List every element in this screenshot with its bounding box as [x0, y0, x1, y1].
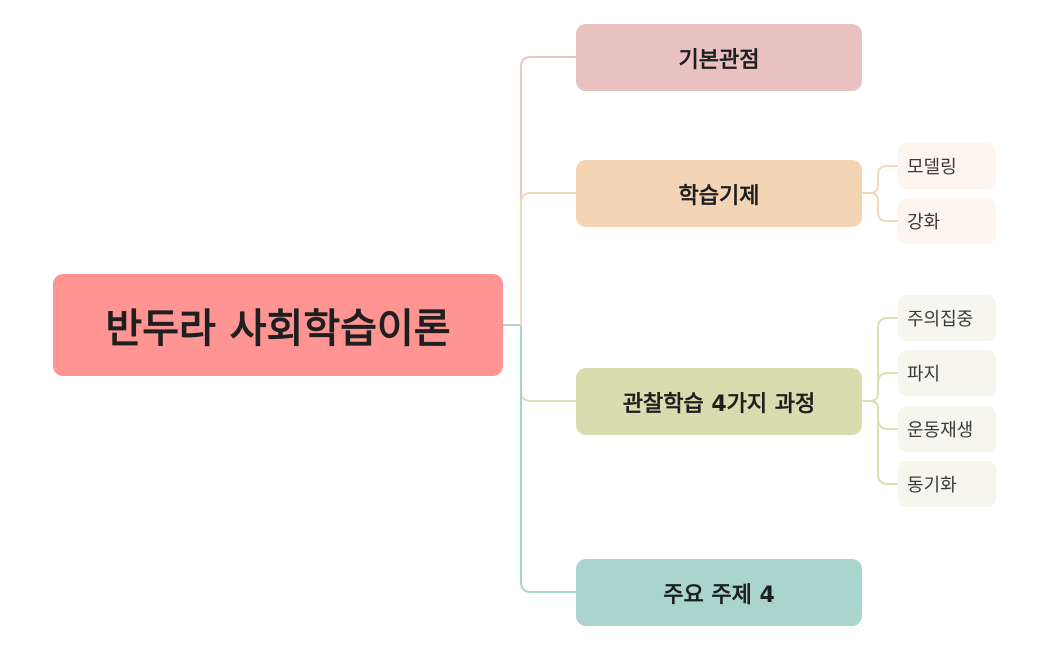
branch-node-learning-mechanism[interactable]: 학습기제	[576, 160, 862, 227]
branch-node-main-topic-4[interactable]: 주요 주제 4	[576, 559, 862, 626]
leaf-node-reinforcement[interactable]: 강화	[898, 198, 996, 244]
leaf-node-attention[interactable]: 주의집중	[898, 295, 996, 341]
leaf-label: 동기화	[907, 475, 957, 496]
leaf-label: 주의집중	[907, 309, 974, 330]
leaf-label: 강화	[907, 212, 941, 233]
branch-label: 주요 주제 4	[663, 582, 775, 608]
connector-leaf-reinforcement	[862, 192, 898, 222]
root-label: 반두라 사회학습이론	[105, 306, 451, 352]
branch-node-basic-perspective[interactable]: 기본관점	[576, 24, 862, 91]
connector-leaf-retention	[862, 372, 898, 402]
leaf-label: 모델링	[907, 157, 957, 178]
connector-branch-2	[520, 192, 576, 325]
leaf-node-motor-reproduction[interactable]: 운동재생	[898, 406, 996, 452]
branch-node-observational-learning[interactable]: 관찰학습 4가지 과정	[576, 368, 862, 435]
leaf-node-motivation[interactable]: 동기화	[898, 461, 996, 507]
root-node[interactable]: 반두라 사회학습이론	[53, 274, 503, 376]
branch-label: 기본관점	[678, 47, 760, 73]
connector-branch-3	[520, 325, 576, 402]
leaf-label: 파지	[907, 364, 941, 385]
leaf-label: 운동재생	[907, 420, 974, 441]
leaf-node-retention[interactable]: 파지	[898, 350, 996, 396]
branch-label: 관찰학습 4가지 과정	[622, 391, 816, 417]
connector-leaf-reproduction	[862, 400, 898, 430]
connector-leaf-motivation	[862, 400, 898, 485]
branch-label: 학습기제	[678, 183, 760, 209]
connector-branch-1	[520, 56, 576, 325]
connector-branch-4	[520, 325, 576, 593]
leaf-node-modeling[interactable]: 모델링	[898, 143, 996, 189]
connector-leaf-attention	[862, 317, 898, 402]
connector-leaf-modeling	[862, 165, 898, 194]
